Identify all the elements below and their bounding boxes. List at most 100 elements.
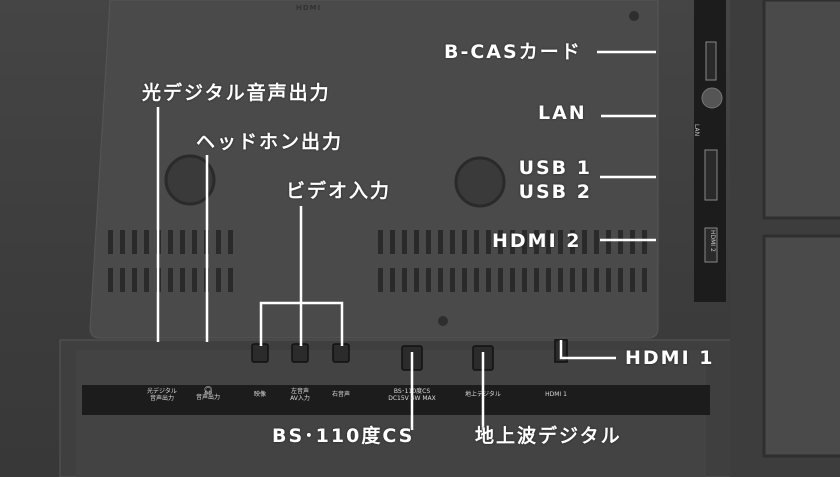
strip-label-optical: 光デジタル 音声出力: [147, 388, 177, 402]
callout-bs-cs: BS･110度CS: [272, 425, 415, 447]
vent-slot: [534, 230, 539, 254]
vent-slot: [510, 268, 515, 292]
vent-slot: [474, 268, 479, 292]
vent-slot: [132, 230, 137, 254]
screw-hole: [438, 316, 448, 326]
connector-label-strip: [82, 385, 710, 415]
vent-slot: [606, 268, 611, 292]
vent-slot: [108, 268, 113, 292]
vent-slot: [378, 268, 383, 292]
side-label-lan: LAN: [693, 124, 700, 137]
vent-slot: [642, 230, 647, 254]
vent-slot: [192, 230, 197, 254]
callout-lan: LAN: [538, 102, 587, 124]
right-recess-lower: [762, 234, 840, 458]
vent-slot: [582, 268, 587, 292]
vent-slot: [438, 268, 443, 292]
callout-usb2: USB 2: [518, 180, 592, 203]
strip-label-video: 映像: [253, 391, 266, 398]
stand-mount-left: [164, 154, 216, 206]
leader-lines: [156, 50, 656, 430]
vent-slot: [582, 230, 587, 254]
vent-slot: [534, 268, 539, 292]
vent-slot: [180, 268, 185, 292]
vent-slot: [618, 268, 623, 292]
vent-slot: [642, 268, 647, 292]
strip-label-terrestrial: 地上デジタル: [465, 391, 501, 398]
vent-slot: [594, 268, 599, 292]
usb-ports: [704, 149, 718, 201]
side-label-hdmi2: HDMI 2: [709, 230, 716, 252]
vent-slot: [180, 230, 185, 254]
vent-slot: [462, 268, 467, 292]
audio-right-jack: [332, 343, 350, 363]
right-recess-upper: [762, 0, 840, 220]
callout-video-in: ビデオ入力: [286, 180, 392, 202]
vent-slot: [168, 230, 173, 254]
vent-slot: [546, 268, 551, 292]
vent-slot: [462, 230, 467, 254]
vent-slot: [486, 268, 491, 292]
vent-slot: [450, 268, 455, 292]
antenna-jacks: [401, 345, 494, 371]
vent-slot: [510, 230, 515, 254]
vent-slot: [120, 268, 125, 292]
vent-slot: [216, 230, 221, 254]
vent-slot: [498, 230, 503, 254]
vent-slot: [402, 268, 407, 292]
headphone-icon: 🎧︎: [203, 386, 214, 395]
lan-port: [701, 87, 723, 109]
vent-slot: [558, 230, 563, 254]
hdmi-logo-text: HDMI: [296, 4, 322, 12]
callout-usb: USB 1 USB 2: [512, 157, 592, 205]
callout-terrestrial: 地上波デジタル: [475, 425, 622, 447]
vent-slot: [168, 268, 173, 292]
vent-slot: [390, 230, 395, 254]
stand-mount-right: [454, 156, 506, 208]
callout-hdmi1: HDMI 1: [625, 347, 715, 369]
vent-slot: [144, 230, 149, 254]
strip-label-bs-cs: BS･110度CS DC15V 4W MAX: [388, 388, 436, 402]
vent-slot: [120, 230, 125, 254]
callout-headphone: ヘッドホン出力: [196, 131, 344, 153]
vent-slot: [486, 230, 491, 254]
vent-slot: [426, 268, 431, 292]
callout-optical-audio: 光デジタル音声出力: [142, 82, 331, 104]
vent-slot: [414, 268, 419, 292]
vent-slot: [390, 268, 395, 292]
vent-slot: [378, 230, 383, 254]
vent-slot: [450, 230, 455, 254]
vent-slot: [522, 268, 527, 292]
strip-label-headphone: 音声出力: [195, 394, 220, 401]
vent-slot: [570, 268, 575, 292]
leader-hdmi1: [559, 340, 616, 360]
vent-slot: [474, 230, 479, 254]
vent-slot: [426, 230, 431, 254]
vent-slot: [498, 268, 503, 292]
vent-slot: [108, 230, 113, 254]
vent-slot: [192, 268, 197, 292]
audio-left-jack: [291, 343, 309, 363]
vent-slot: [558, 268, 563, 292]
vent-slot: [522, 230, 527, 254]
video-jack: [251, 343, 269, 363]
vent-slot: [594, 230, 599, 254]
vent-slot: [630, 268, 635, 292]
vent-slot: [402, 230, 407, 254]
vent-slot: [144, 268, 149, 292]
vent-slot: [216, 268, 221, 292]
vent-slot: [414, 230, 419, 254]
screw-hole: [629, 11, 639, 21]
vent-slot: [570, 230, 575, 254]
vent-slot: [618, 230, 623, 254]
strip-label-audio-left: 左音声 AV入力: [290, 388, 310, 402]
vent-slot: [546, 230, 551, 254]
callout-hdmi2: HDMI 2: [492, 230, 582, 252]
bcas-slot: [705, 41, 717, 81]
vent-slot: [630, 230, 635, 254]
vent-slot: [228, 230, 233, 254]
vent-slot: [438, 230, 443, 254]
strip-label-hdmi1: HDMI 1: [545, 391, 567, 398]
